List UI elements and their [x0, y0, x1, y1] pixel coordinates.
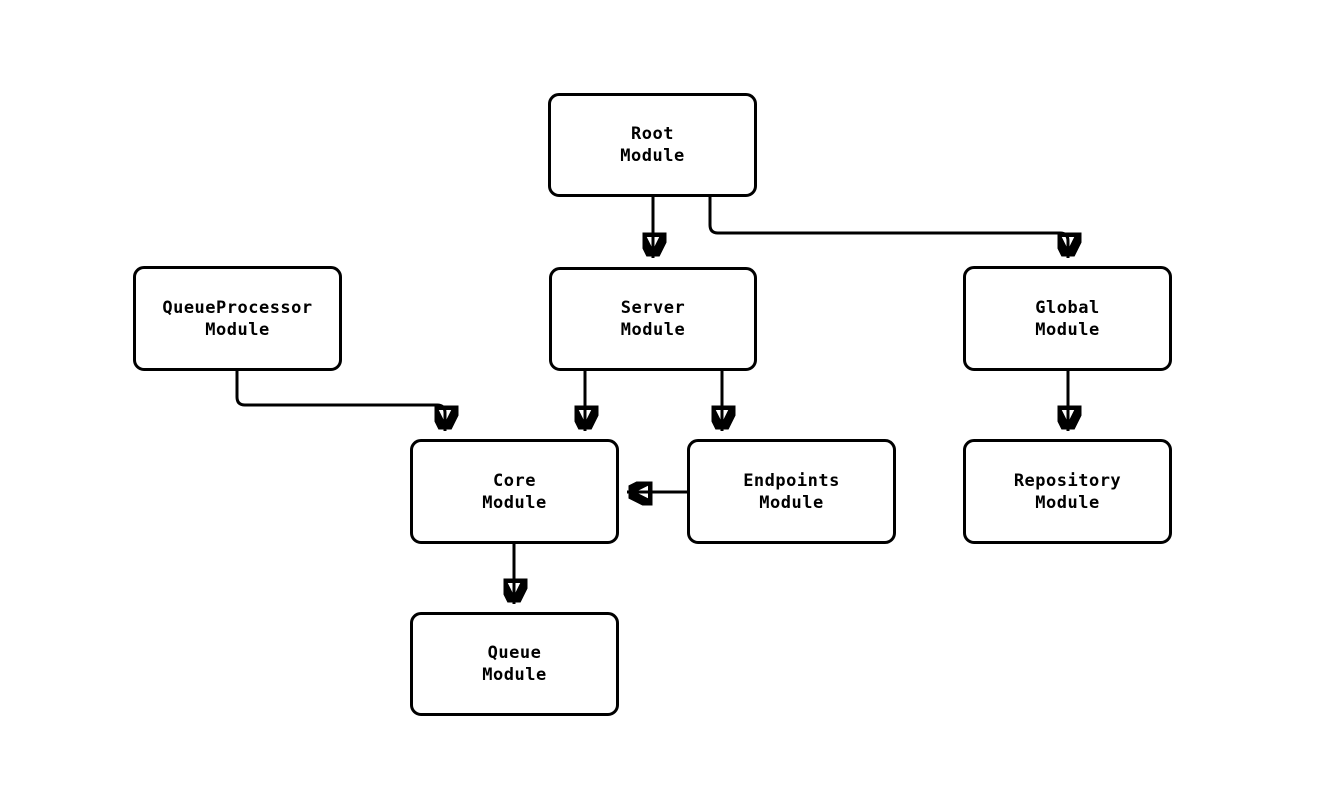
edge-queueprocessor-to-core	[235, 371, 445, 431]
node-endpoints-module: Endpoints Module	[687, 439, 896, 544]
node-core-module: Core Module	[410, 439, 619, 544]
node-queueprocessor-module: QueueProcessor Module	[133, 266, 342, 371]
node-root-module: Root Module	[548, 93, 757, 197]
node-global-module: Global Module	[963, 266, 1172, 371]
edge-root-to-global	[708, 197, 1068, 258]
node-repository-module: Repository Module	[963, 439, 1172, 544]
node-queue-module: Queue Module	[410, 612, 619, 716]
node-server-module: Server Module	[549, 267, 757, 371]
